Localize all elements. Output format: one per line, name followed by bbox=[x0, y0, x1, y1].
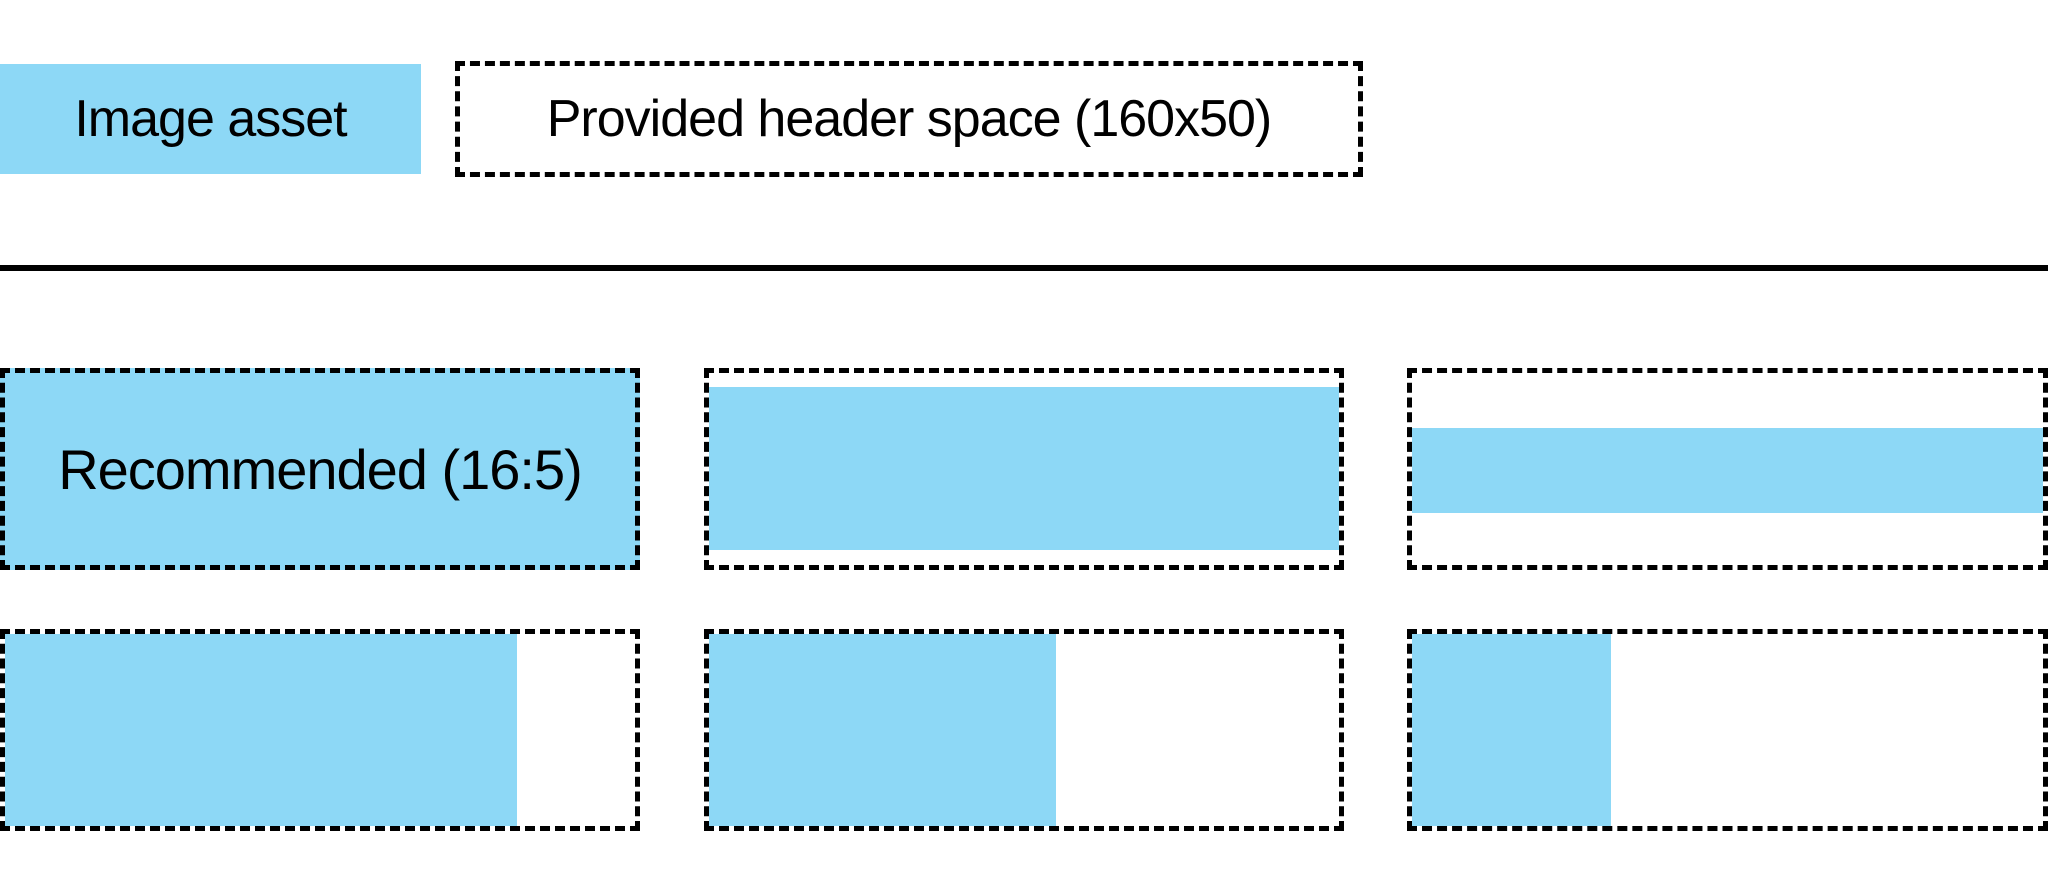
example-wide-ratio-tall-band bbox=[704, 368, 1344, 570]
image-asset-band bbox=[5, 634, 517, 826]
example-narrow-ratio-small-band bbox=[1407, 629, 2048, 831]
image-asset-band bbox=[1412, 428, 2043, 513]
image-asset-band bbox=[709, 634, 1056, 826]
provided-header-space-label: Provided header space (160x50) bbox=[546, 90, 1272, 148]
image-asset-label: Image asset bbox=[74, 90, 347, 148]
divider-line bbox=[0, 265, 2048, 271]
recommended-label: Recommended (16:5) bbox=[58, 437, 583, 501]
image-asset-legend-swatch: Image asset bbox=[0, 64, 421, 174]
example-narrow-ratio-medium-band bbox=[704, 629, 1344, 831]
example-wide-ratio-thin-band bbox=[1407, 368, 2048, 570]
example-recommended-16-5: Recommended (16:5) bbox=[0, 368, 640, 570]
image-asset-band bbox=[1412, 634, 1611, 826]
image-asset-band bbox=[709, 387, 1339, 550]
example-narrow-ratio-wide-band bbox=[0, 629, 640, 831]
provided-header-space-box: Provided header space (160x50) bbox=[455, 61, 1363, 177]
